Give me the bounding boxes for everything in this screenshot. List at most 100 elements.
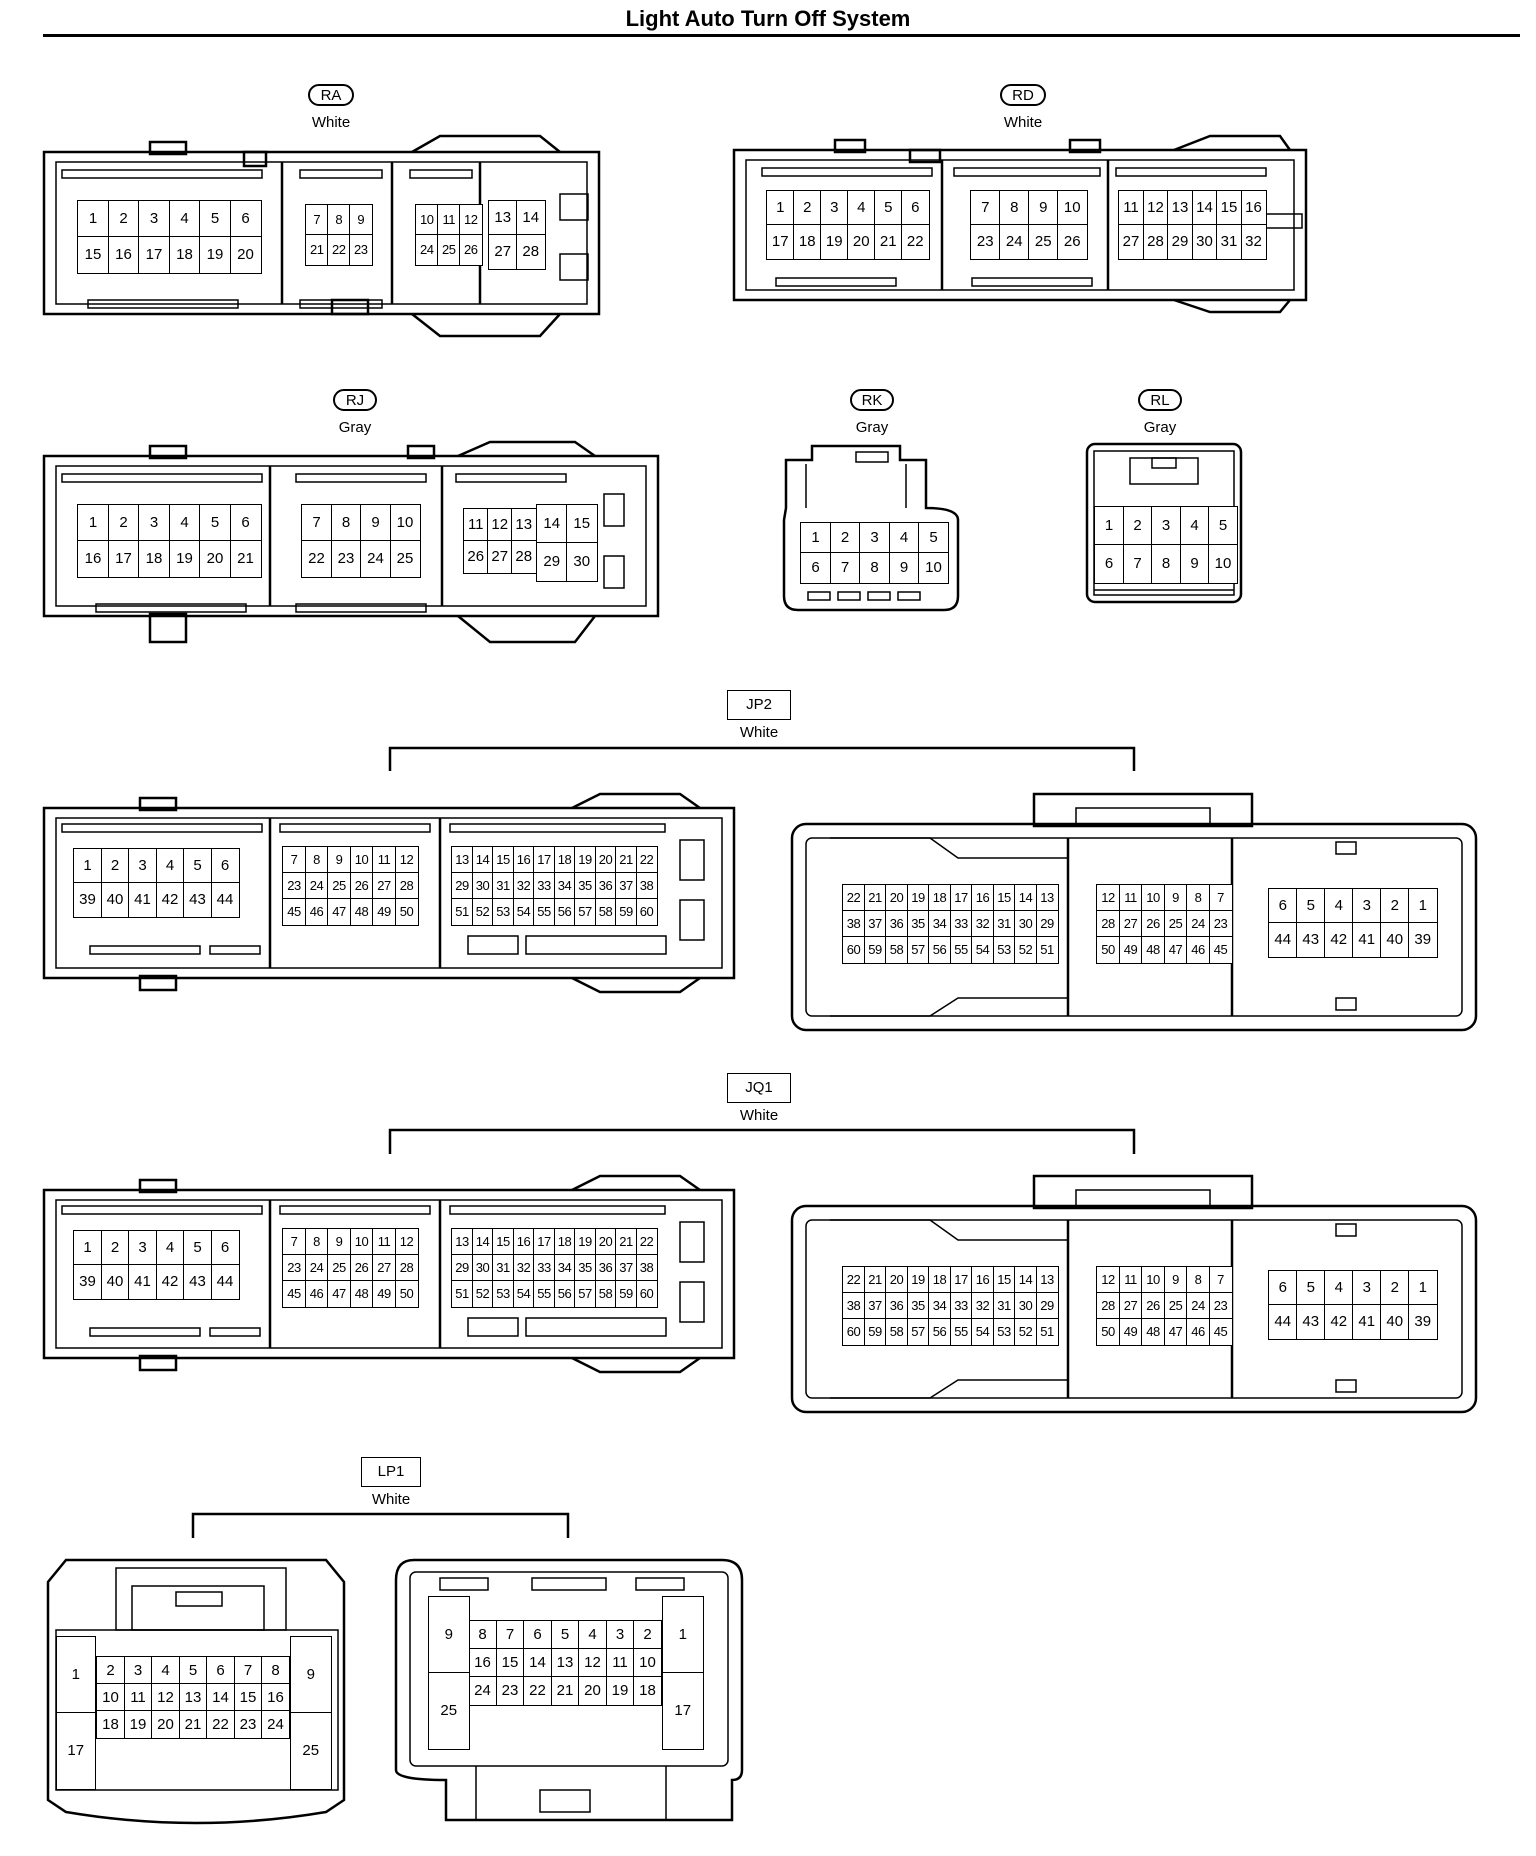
pin-12: 12 [394, 846, 419, 874]
pin-16: 16 [468, 1648, 497, 1678]
pin-35: 35 [574, 872, 596, 900]
pin-48: 48 [1141, 936, 1165, 964]
pin-30: 30 [1014, 1292, 1037, 1320]
pin-23: 23 [970, 224, 1001, 260]
pin-12: 12 [1096, 1266, 1120, 1294]
pin-17: 17 [107, 540, 140, 578]
pin-16: 16 [971, 884, 994, 912]
pin-5: 5 [1208, 506, 1238, 546]
pin-13: 13 [451, 1228, 473, 1256]
pin-8: 8 [999, 190, 1030, 226]
pin-38: 38 [635, 872, 658, 900]
pin-15: 15 [992, 884, 1016, 912]
pin-38: 38 [842, 1292, 865, 1320]
connector-ra-color: White [311, 114, 351, 131]
pin-19: 19 [605, 1676, 635, 1706]
pin-5: 5 [199, 504, 231, 542]
connector-jq1-color: White [739, 1107, 779, 1124]
pin-22: 22 [635, 1228, 658, 1256]
pin-13: 13 [1035, 884, 1059, 912]
pin-60: 60 [842, 1318, 865, 1346]
pin-39: 39 [1408, 922, 1438, 958]
pin-41: 41 [1352, 922, 1382, 958]
page-title: Light Auto Turn Off System [625, 6, 911, 31]
pin-30: 30 [471, 1254, 494, 1282]
pin-4: 4 [1179, 506, 1210, 546]
pin-10: 10 [349, 846, 374, 874]
pin-45: 45 [1208, 936, 1233, 964]
pin-30: 30 [566, 542, 598, 582]
pin-27: 27 [1118, 224, 1144, 260]
pin-51: 51 [1035, 936, 1059, 964]
pin-3: 3 [820, 190, 849, 226]
connector-rj-color: Gray [338, 419, 372, 436]
pin-19: 19 [574, 1228, 596, 1256]
pin-8: 8 [327, 204, 351, 236]
pin-22: 22 [301, 540, 332, 578]
pin-24: 24 [415, 234, 439, 266]
pin-29: 29 [1167, 224, 1193, 260]
pin-17: 17 [949, 1266, 973, 1294]
pin-32: 32 [971, 1292, 994, 1320]
pin-2: 2 [96, 1656, 125, 1685]
pin-25: 25 [327, 1254, 351, 1282]
pin-47: 47 [327, 898, 351, 926]
pin-3: 3 [138, 200, 170, 238]
pin-7: 7 [305, 204, 329, 236]
pin-18: 18 [553, 846, 576, 874]
pin-32: 32 [512, 1254, 535, 1282]
pin-7: 7 [1208, 884, 1233, 912]
pin-52: 52 [471, 1280, 494, 1308]
pin-45: 45 [282, 1280, 306, 1308]
pin-9: 9 [888, 552, 920, 584]
pin-42: 42 [155, 1264, 185, 1300]
pin-30: 30 [1014, 910, 1037, 938]
pin-15: 15 [492, 1228, 514, 1256]
pin-5: 5 [1296, 1270, 1326, 1306]
pin-60: 60 [635, 1280, 658, 1308]
pin-5: 5 [874, 190, 903, 226]
pin-27: 27 [372, 872, 396, 900]
title-rule [43, 34, 1520, 37]
connector-jq1-label: JQ1 [727, 1073, 791, 1103]
pin-21: 21 [229, 540, 262, 578]
pin-10: 10 [1208, 544, 1238, 584]
pin-37: 37 [863, 1292, 887, 1320]
connector-rd-color: White [1003, 114, 1043, 131]
pin-19: 19 [168, 540, 201, 578]
pin-40: 40 [1380, 922, 1410, 958]
pin-21: 21 [305, 234, 329, 266]
pin-24: 24 [360, 540, 391, 578]
pin-29: 29 [1035, 910, 1059, 938]
pin-19: 19 [906, 1266, 930, 1294]
pin-43: 43 [183, 1264, 212, 1300]
pin-50: 50 [1096, 1318, 1120, 1346]
pin-13: 13 [550, 1648, 580, 1678]
pin-1: 1 [1408, 888, 1438, 924]
pin-23: 23 [1208, 1292, 1233, 1320]
pin-7: 7 [1122, 544, 1153, 584]
pin-17: 17 [662, 1672, 704, 1750]
pin-28: 28 [511, 540, 537, 574]
pin-13: 13 [178, 1683, 208, 1712]
pin-23: 23 [282, 1254, 306, 1282]
pin-8: 8 [1186, 884, 1210, 912]
pin-53: 53 [492, 1280, 514, 1308]
pin-6: 6 [800, 552, 831, 584]
pin-31: 31 [992, 910, 1016, 938]
pin-28: 28 [394, 872, 419, 900]
pin-8: 8 [859, 552, 890, 584]
connector-jp2-color: White [739, 724, 779, 741]
pin-32: 32 [971, 910, 994, 938]
pin-28: 28 [1142, 224, 1169, 260]
pin-2: 2 [107, 200, 140, 238]
pin-52: 52 [471, 898, 494, 926]
pin-24: 24 [468, 1676, 497, 1706]
pin-11: 11 [372, 1228, 396, 1256]
pin-10: 10 [1141, 1266, 1165, 1294]
pin-1: 1 [766, 190, 795, 226]
pin-16: 16 [261, 1683, 290, 1712]
pin-4: 4 [168, 504, 201, 542]
pin-20: 20 [594, 846, 617, 874]
pin-20: 20 [594, 1228, 617, 1256]
